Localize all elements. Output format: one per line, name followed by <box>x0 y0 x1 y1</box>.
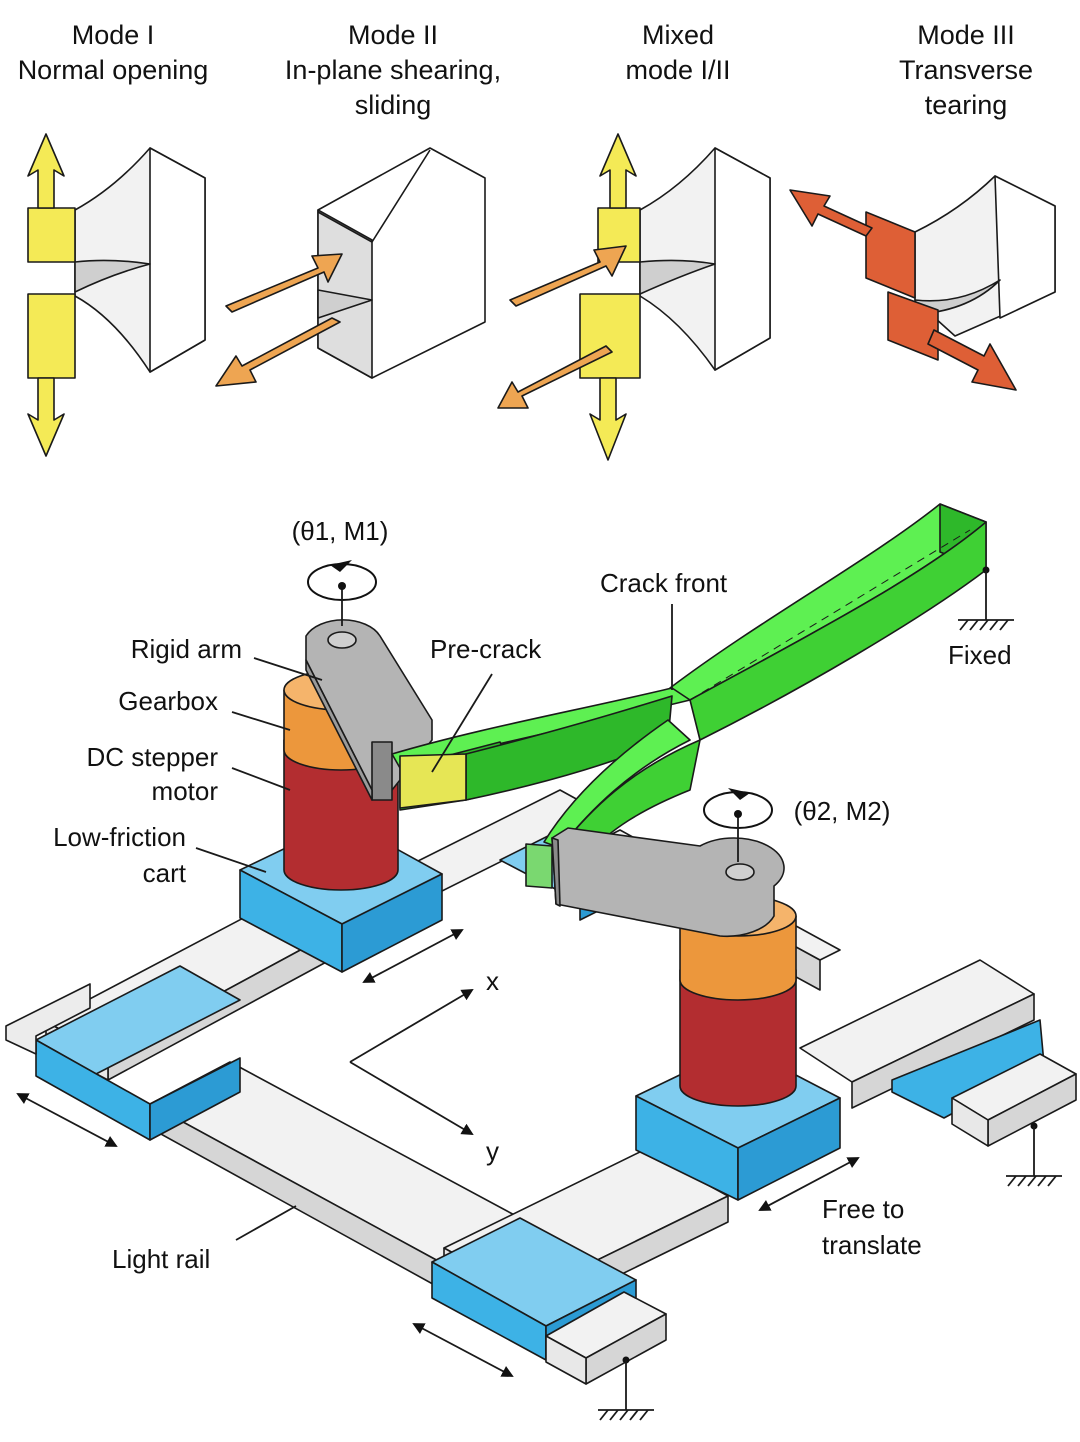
coordinate-axes: x y <box>349 966 499 1166</box>
mixed-mode-header: Mixed mode I/II <box>625 20 730 85</box>
motor-2-label: (θ2, M2) <box>794 796 891 826</box>
rotation-symbol-2 <box>703 788 773 862</box>
rigid-arm-2 <box>551 827 785 938</box>
axis-y-label: y <box>486 1136 499 1166</box>
mode-2-header: Mode II In-plane shearing, sliding <box>285 20 501 120</box>
axis-x-label: x <box>486 966 499 996</box>
specimen-beam <box>391 503 987 889</box>
low-friction-label: Low-friction <box>53 822 186 852</box>
mode-3-illustration <box>789 175 1056 391</box>
light-rail-label: Light rail <box>112 1244 210 1274</box>
dc-stepper-label: DC stepper <box>87 742 219 772</box>
svg-text:Mode II: Mode II <box>348 20 438 50</box>
mode-3-header: Mode III Transverse tearing <box>899 20 1033 120</box>
rail-cart-front <box>431 1217 667 1385</box>
svg-text:Mixed: Mixed <box>642 20 714 50</box>
mode-2-illustration <box>215 147 486 387</box>
rotation-symbol-1 <box>307 560 377 626</box>
free-translate-label-2: translate <box>822 1230 922 1260</box>
ground-symbol-front <box>598 1356 654 1421</box>
svg-text:Mode III: Mode III <box>917 20 1015 50</box>
svg-text:sliding: sliding <box>355 90 432 120</box>
svg-text:Transverse: Transverse <box>899 55 1033 85</box>
mode-1-header: Mode I Normal opening <box>18 20 209 85</box>
gearbox-label: Gearbox <box>118 686 218 716</box>
apparatus-labels: (θ1, M1) (θ2, M2) Rigid arm Gearbox DC s… <box>53 516 1012 1274</box>
dc-stepper-label-2: motor <box>152 776 219 806</box>
motor-1-label: (θ1, M1) <box>292 516 389 546</box>
mixed-mode-illustration <box>497 133 771 461</box>
mode-1-illustration <box>27 133 206 457</box>
crack-front-label: Crack front <box>600 568 728 598</box>
rail-cart-right <box>891 1019 1077 1147</box>
svg-text:In-plane shearing,: In-plane shearing, <box>285 55 501 85</box>
leader-lines <box>195 604 673 1241</box>
rigid-arm-1 <box>305 619 433 801</box>
svg-text:mode I/II: mode I/II <box>625 55 730 85</box>
translation-arrows <box>16 929 860 1377</box>
pre-crack-label: Pre-crack <box>430 634 542 664</box>
rigid-arm-label: Rigid arm <box>131 634 242 664</box>
free-translate-label: Free to <box>822 1194 904 1224</box>
ground-symbol-right <box>1006 1122 1062 1187</box>
svg-text:Mode I: Mode I <box>72 20 155 50</box>
svg-text:tearing: tearing <box>925 90 1008 120</box>
fixed-label: Fixed <box>948 640 1012 670</box>
low-friction-label-2: cart <box>143 858 187 888</box>
svg-text:Normal opening: Normal opening <box>18 55 209 85</box>
ground-symbol-fixed <box>958 566 1014 631</box>
rail-cart-left <box>5 965 241 1141</box>
